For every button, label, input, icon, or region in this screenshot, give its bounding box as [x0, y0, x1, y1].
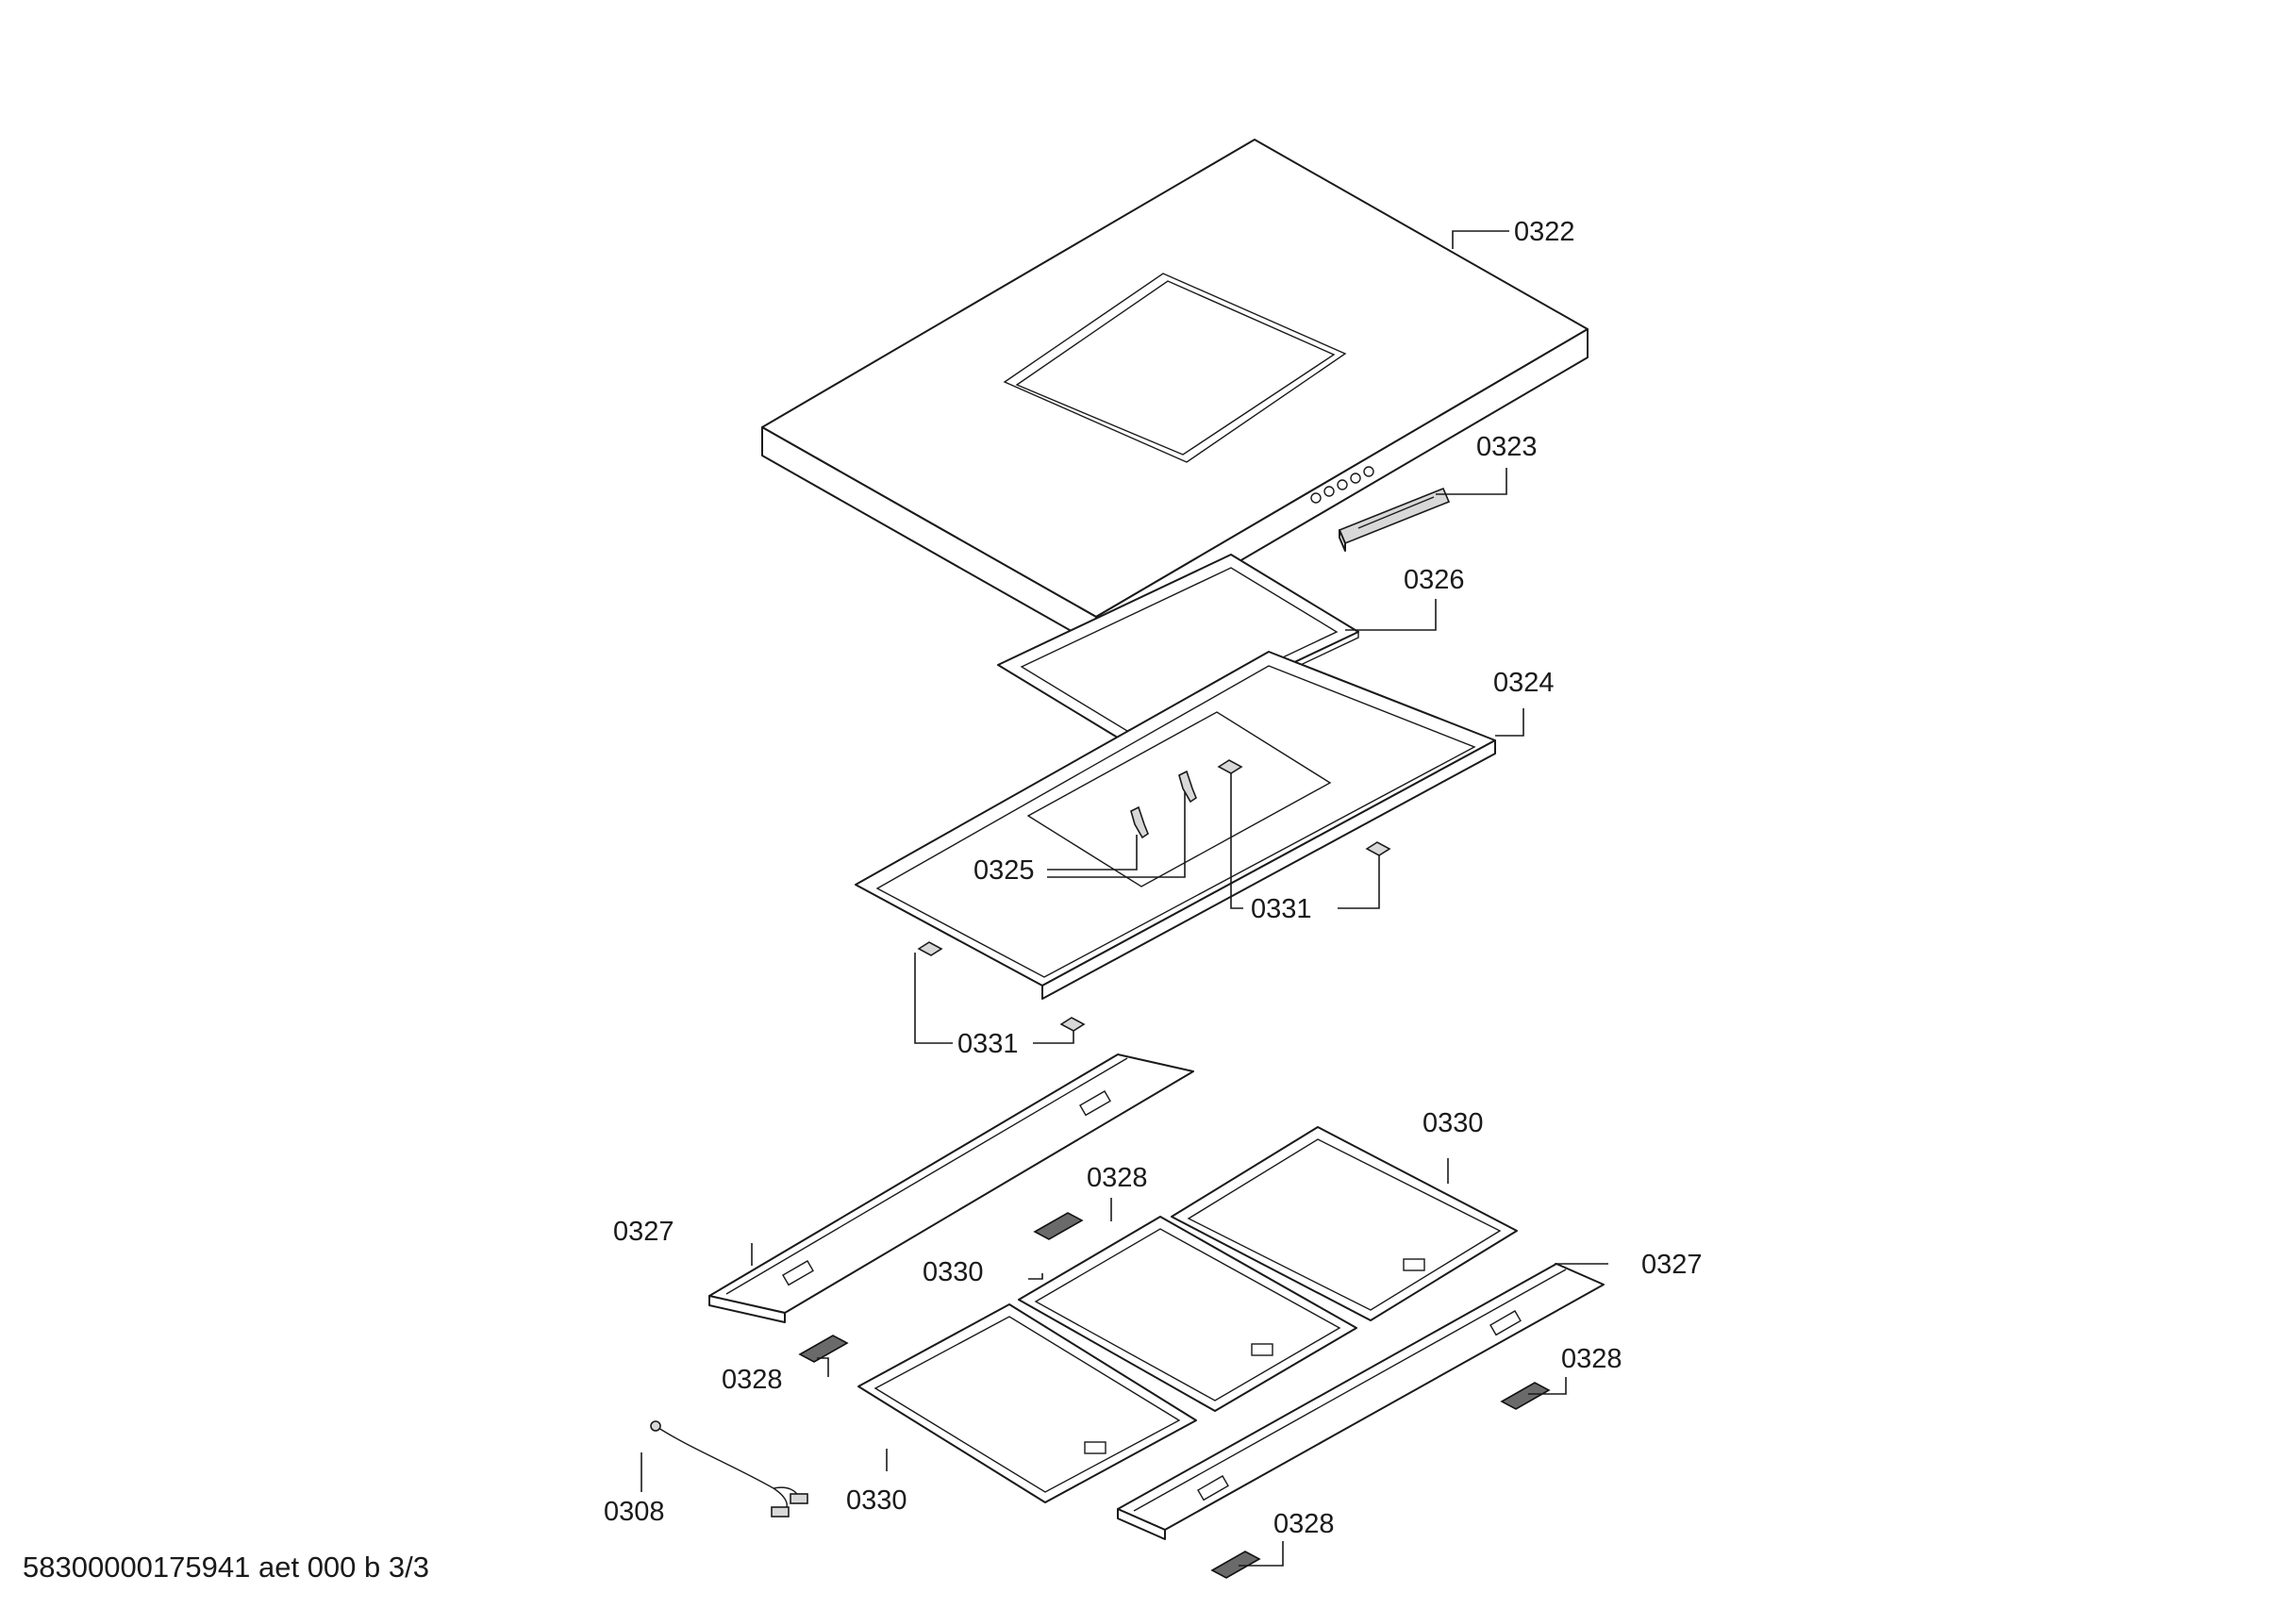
cable-part	[650, 1420, 808, 1518]
label-frame-gasket: 0326	[1404, 565, 1465, 595]
hook-parts	[1130, 770, 1197, 839]
part-labels: 0322 0323 0326 0324 0325 0331 0331 0330 …	[604, 217, 1703, 1539]
label-inner-panel: 0324	[1493, 668, 1555, 698]
right-rail-part	[1117, 1263, 1605, 1540]
label-cable: 0308	[604, 1497, 665, 1527]
drawing-reference-footer: 58300000175941 aet 000 b 3/3	[23, 1551, 429, 1584]
label-hood-body: 0322	[1514, 217, 1575, 247]
label-rail-right: 0327	[1641, 1250, 1703, 1280]
filter-parts	[857, 1126, 1518, 1503]
leader-lines	[641, 230, 1608, 1567]
label-filter-top: 0330	[1423, 1108, 1484, 1138]
label-control-module: 0323	[1476, 432, 1538, 462]
inner-panel-part	[855, 651, 1496, 1000]
pad-parts	[917, 759, 1391, 1032]
label-filter-bottom: 0330	[846, 1485, 907, 1516]
label-hooks: 0325	[973, 855, 1035, 886]
label-clip-right: 0328	[1561, 1344, 1622, 1374]
label-pad-right: 0331	[1251, 894, 1312, 924]
label-clip-bottom: 0328	[1273, 1509, 1335, 1539]
control-module-part	[1338, 487, 1451, 552]
label-clip-left: 0328	[722, 1365, 783, 1395]
label-rail-left: 0327	[613, 1217, 674, 1247]
clip-parts	[798, 1212, 1551, 1579]
label-filter-middle: 0330	[923, 1257, 984, 1287]
label-clip-top: 0328	[1087, 1163, 1148, 1193]
left-rail-part	[708, 1053, 1194, 1323]
label-pad-left: 0331	[957, 1029, 1019, 1059]
